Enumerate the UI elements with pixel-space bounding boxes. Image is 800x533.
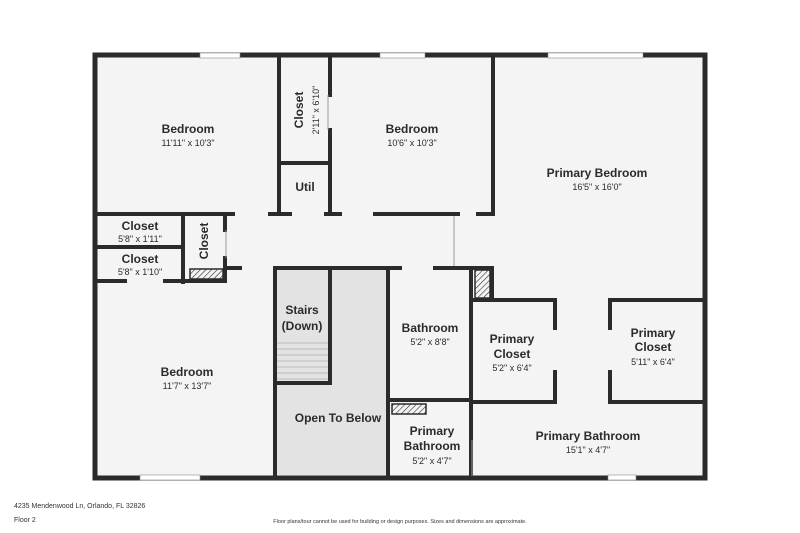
window (607, 474, 637, 481)
room-name: Open To Below (295, 411, 382, 425)
room-dims: 5'8" x 1'11" (118, 234, 162, 244)
room-dims: 11'7" x 13'7" (163, 381, 212, 391)
room-dims: 5'11" x 6'4" (631, 357, 675, 367)
interior-walls (95, 55, 705, 478)
room-name: Primary (490, 332, 535, 346)
room-name: Bedroom (386, 122, 439, 136)
room-dims: 2'11" x 6'10" (311, 86, 321, 135)
room-name: Closet (122, 252, 159, 266)
stair-treads (277, 342, 328, 380)
window (199, 52, 241, 59)
room-dims: 10'6" x 10'3" (387, 138, 436, 148)
room-name: Bedroom (161, 365, 214, 379)
window (139, 474, 201, 481)
disclaimer-text: Floor plans/tour cannot be used for buil… (273, 519, 527, 525)
room-dims: 11'11" x 10'3" (161, 138, 214, 148)
room-name: Closet (635, 340, 672, 354)
room-name: Closet (292, 92, 306, 129)
room-name: Primary (410, 424, 455, 438)
room-name: Primary Bathroom (536, 429, 641, 443)
property-address: 4235 Mendenwood Ln, Orlando, FL 32826 (14, 503, 146, 510)
windows (139, 52, 644, 481)
room-dims: 5'8" x 1'10" (118, 267, 162, 277)
room-name: Stairs (285, 303, 319, 317)
room-name: Closet (494, 347, 531, 361)
open-to-below-area (277, 268, 388, 475)
room-name: (Down) (282, 319, 323, 333)
hatched-chase (189, 268, 224, 280)
room-dims: 5'2" x 4'7" (412, 456, 451, 466)
room-dims: 5'2" x 6'4" (492, 363, 531, 373)
hatched-chase (474, 269, 491, 299)
hatched-chases (189, 268, 491, 415)
room-name: Bedroom (162, 122, 215, 136)
room-name: Primary (631, 326, 676, 340)
room-name: Bathroom (404, 439, 461, 453)
room-labels: Bedroom 11'11" x 10'3" Closet 2'11" x 6'… (118, 86, 676, 466)
hatched-chase (391, 403, 427, 415)
door-marks (225, 95, 473, 476)
room-name: Closet (197, 223, 211, 260)
room-name: Util (295, 180, 314, 194)
room-name: Bathroom (402, 321, 459, 335)
floor-label: Floor 2 (14, 517, 36, 524)
room-dims: 5'2" x 8'8" (410, 337, 449, 347)
window (547, 52, 644, 59)
room-dims: 16'5" x 16'0" (572, 182, 621, 192)
room-dims: 15'1" x 4'7" (566, 445, 610, 455)
room-name: Closet (122, 219, 159, 233)
room-name: Primary Bedroom (547, 166, 648, 180)
window (379, 52, 426, 59)
